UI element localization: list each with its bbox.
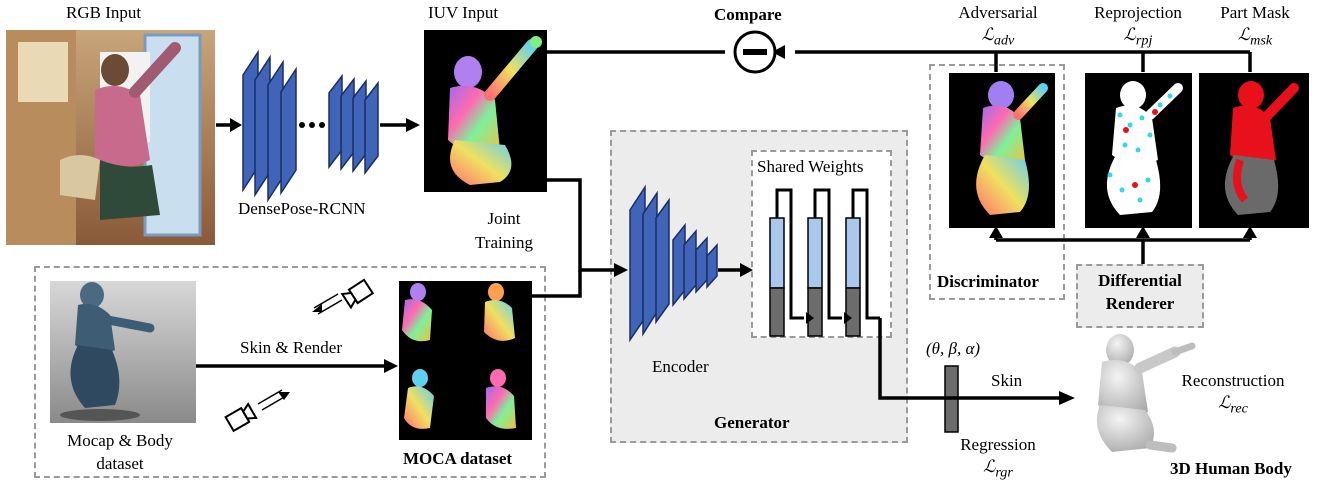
differential-renderer-label: Differential Renderer — [1082, 271, 1198, 313]
moca-dataset-label: MOCA dataset — [403, 449, 513, 468]
part-mask-loss-symbol: ℒmsk — [1205, 24, 1305, 49]
mocap-line2: dataset — [96, 453, 144, 473]
mocap-dataset-label: Mocap & Body dataset — [50, 431, 190, 473]
joint-training-line2: Training — [475, 232, 533, 252]
compare-label: Compare — [714, 5, 782, 24]
adversarial-image — [949, 73, 1055, 228]
adversarial-title: Adversarial — [958, 3, 1038, 22]
skin-label: Skin — [991, 371, 1023, 390]
adversarial-loss-script: ℒ — [981, 24, 994, 44]
regression-label: Regression ℒrgr — [950, 435, 1046, 481]
generator-label: Generator — [714, 413, 790, 432]
reconstruction-label: Reconstruction ℒrec — [1178, 371, 1288, 417]
shared-weights-label: Shared Weights — [757, 157, 864, 176]
reprojection-image — [1085, 73, 1192, 228]
params-label: (θ, β, α) — [926, 339, 981, 358]
discriminator-label: Discriminator — [937, 272, 1039, 291]
regression-title: Regression — [960, 435, 1036, 454]
differential-line1: Differential — [1098, 271, 1182, 290]
reprojection-loss-subscript: rpj — [1135, 32, 1153, 49]
differential-line2: Renderer — [1105, 293, 1175, 313]
reprojection-loss-script: ℒ — [1123, 24, 1136, 44]
part-mask-title: Part Mask — [1220, 3, 1290, 22]
moca-box — [34, 266, 546, 478]
part-mask-label: Part Mask ℒmsk — [1205, 3, 1305, 49]
human-body-label: 3D Human Body — [1170, 459, 1292, 478]
part-mask-loss-subscript: msk — [1250, 32, 1273, 49]
part-mask-image — [1199, 73, 1309, 228]
regression-loss-script: ℒ — [983, 456, 996, 476]
reconstruction-loss-subscript: rec — [1230, 400, 1248, 417]
joint-training-line1: Joint — [487, 209, 521, 228]
reprojection-label: Reprojection ℒrpj — [1082, 3, 1194, 49]
densepose-label: DensePose-RCNN — [238, 199, 366, 218]
part-mask-loss-script: ℒ — [1237, 24, 1251, 44]
mocap-line1: Mocap & Body — [67, 431, 173, 450]
reconstruction-loss-script: ℒ — [1218, 392, 1231, 412]
encoder-label: Encoder — [652, 357, 709, 376]
adversarial-loss-symbol: ℒadv — [950, 24, 1046, 49]
reconstruction-loss-symbol: ℒrec — [1178, 392, 1288, 417]
rgb-input-label: RGB Input — [66, 3, 142, 22]
adversarial-loss-subscript: adv — [993, 32, 1015, 49]
reconstruction-title: Reconstruction — [1181, 371, 1285, 390]
regression-loss-symbol: ℒrgr — [950, 456, 1046, 481]
reprojection-loss-symbol: ℒrpj — [1082, 24, 1194, 49]
regression-loss-subscript: rgr — [995, 464, 1013, 481]
iuv-input-label: IUV Input — [428, 3, 499, 22]
differential-renderer-box — [1076, 264, 1204, 328]
reprojection-title: Reprojection — [1094, 3, 1182, 22]
skin-render-label: Skin & Render — [240, 338, 342, 357]
joint-training-label: Joint Training — [468, 209, 540, 252]
adversarial-label: Adversarial ℒadv — [950, 3, 1046, 49]
